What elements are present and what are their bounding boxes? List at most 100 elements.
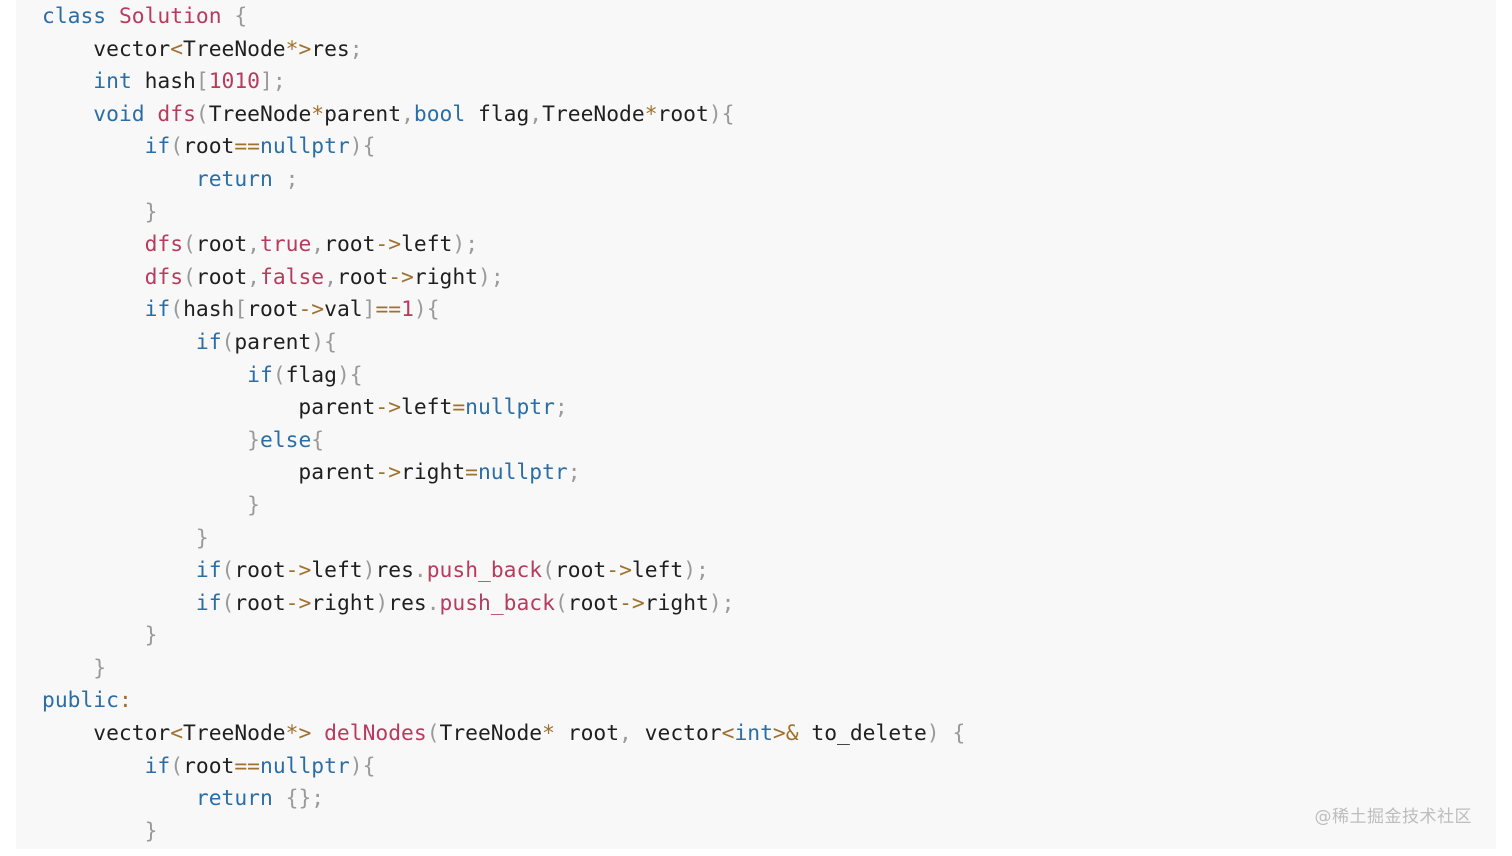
code-token: nullptr — [477, 460, 568, 486]
code-token: TreeNode — [542, 101, 645, 127]
code-token: >& — [772, 721, 799, 747]
code-line: } — [42, 197, 965, 230]
code-token — [42, 297, 145, 322]
code-token: { — [234, 4, 248, 29]
code-token: == — [234, 753, 261, 779]
code-token: == — [375, 297, 402, 323]
code-token: nullptr — [260, 753, 350, 779]
code-token: int — [734, 721, 773, 747]
code-token — [106, 4, 119, 29]
code-token: } — [144, 199, 158, 225]
code-token: nullptr — [260, 134, 350, 160]
code-line: if(root->left)res.push_back(root->left); — [42, 555, 965, 588]
code-token — [42, 363, 247, 388]
code-token — [42, 69, 93, 94]
code-token — [42, 754, 145, 779]
code-token: ( — [426, 721, 440, 747]
code-token: TreeNode — [208, 101, 312, 127]
code-token: , — [324, 264, 337, 290]
code-token — [273, 786, 286, 811]
code-token: } — [247, 427, 260, 453]
code-token: -> — [619, 590, 645, 616]
code-token: ){ — [349, 134, 376, 160]
code-token: ; — [285, 166, 299, 192]
code-token: Solution — [118, 4, 222, 29]
code-token: -> — [285, 590, 312, 616]
code-token: { — [952, 721, 966, 747]
code-token: true — [260, 232, 312, 258]
code-token: , — [529, 101, 543, 127]
code-token: nullptr — [465, 395, 555, 421]
code-token: int — [93, 69, 132, 95]
code-token — [42, 330, 196, 355]
code-token — [42, 428, 247, 453]
code-token: right — [401, 460, 466, 486]
code-token: root — [234, 558, 286, 584]
code-token: , — [619, 721, 632, 747]
code-token: root — [183, 753, 235, 779]
code-token: ){ — [413, 297, 440, 323]
code-token: if — [195, 590, 222, 616]
code-token: left — [401, 232, 453, 258]
code-token: ); — [452, 232, 479, 258]
code-token: flag — [465, 101, 530, 127]
code-token: dfs — [157, 101, 196, 127]
code-token: ( — [170, 297, 184, 323]
code-text: class Solution { vector<TreeNode*>res; i… — [42, 1, 965, 848]
code-token: delNodes — [324, 721, 427, 747]
code-token: hash — [183, 297, 235, 323]
code-token: left — [311, 558, 363, 584]
code-token: TreeNode — [439, 721, 543, 747]
code-token: right — [413, 264, 478, 290]
code-line: dfs(root,true,root->left); — [42, 229, 965, 262]
code-token: push_back — [439, 590, 555, 616]
code-token — [42, 167, 196, 192]
code-token — [145, 102, 158, 127]
code-token: , — [247, 232, 260, 258]
code-line: if(hash[root->val]==1){ — [42, 294, 965, 327]
code-line: int hash[1010]; — [42, 66, 965, 99]
code-line: class Solution { — [42, 1, 965, 34]
code-token: ( — [170, 753, 184, 779]
code-token: parent — [234, 329, 312, 355]
code-line: return {}; — [42, 783, 965, 816]
code-token: class — [42, 4, 107, 29]
code-line: } — [42, 620, 965, 653]
code-token: left — [631, 558, 684, 584]
code-line: } — [42, 653, 965, 686]
code-token: -> — [375, 460, 402, 486]
code-token: -> — [298, 297, 325, 323]
code-token: -> — [606, 558, 632, 584]
code-token: ( — [170, 134, 184, 160]
code-token: ); — [708, 590, 735, 616]
code-token: . — [413, 558, 427, 584]
code-token: vector — [42, 721, 171, 747]
code-token: ; — [349, 36, 363, 62]
code-token: *> — [285, 36, 312, 62]
code-token — [42, 493, 247, 518]
code-line: } — [42, 523, 965, 556]
code-token: -> — [375, 232, 402, 258]
code-token: , — [247, 264, 260, 290]
code-line: } — [42, 490, 965, 523]
code-token: {}; — [285, 786, 325, 812]
code-token: root — [336, 264, 389, 290]
code-token: ( — [554, 590, 568, 616]
code-line: } — [42, 816, 965, 849]
code-token: -> — [375, 395, 402, 421]
code-token — [311, 721, 324, 746]
code-line: if(root->right)res.push_back(root->right… — [42, 588, 965, 621]
code-token — [42, 558, 196, 583]
code-token: * — [644, 101, 658, 127]
code-token: flag — [285, 362, 337, 388]
code-token — [42, 656, 93, 681]
code-token: ( — [183, 232, 196, 258]
code-token: . — [426, 590, 440, 616]
code-token — [273, 167, 286, 192]
code-token: ] — [362, 297, 376, 323]
code-token: return — [195, 786, 273, 812]
code-line: vector<TreeNode*>res; — [42, 34, 965, 67]
code-token: ( — [183, 264, 196, 290]
code-line: vector<TreeNode*> delNodes(TreeNode* roo… — [42, 718, 965, 751]
code-token: ( — [542, 558, 555, 584]
